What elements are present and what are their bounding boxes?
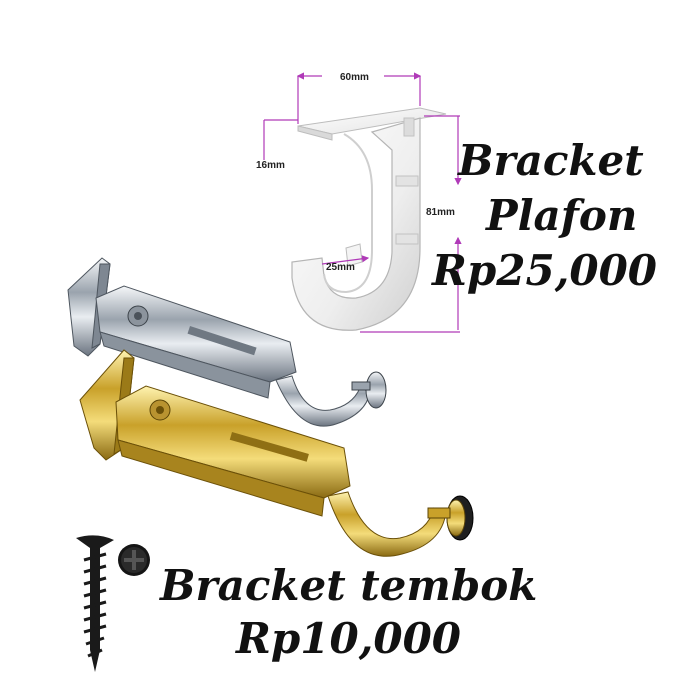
screw-icon — [76, 535, 114, 672]
dim-thickness-label: 16mm — [256, 160, 285, 171]
chrome-wall-bracket — [67, 257, 387, 427]
dimension-lines — [263, 72, 462, 333]
gold-wall-bracket — [79, 349, 474, 557]
dim-height-label: 81mm — [426, 207, 455, 218]
dim-hook-label: 25mm — [326, 262, 355, 273]
ceiling-bracket-name-line2: Plafon — [486, 191, 638, 240]
ceiling-bracket-price: Rp25,000 — [432, 246, 658, 295]
wall-bracket-price: Rp10,000 — [236, 614, 462, 663]
screw-head-icon — [118, 544, 150, 576]
ceiling-bracket — [291, 107, 447, 331]
ceiling-bracket-name-line1: Bracket — [458, 136, 644, 185]
dim-width-label: 60mm — [340, 72, 369, 83]
wall-bracket-name: Bracket tembok — [160, 561, 538, 610]
